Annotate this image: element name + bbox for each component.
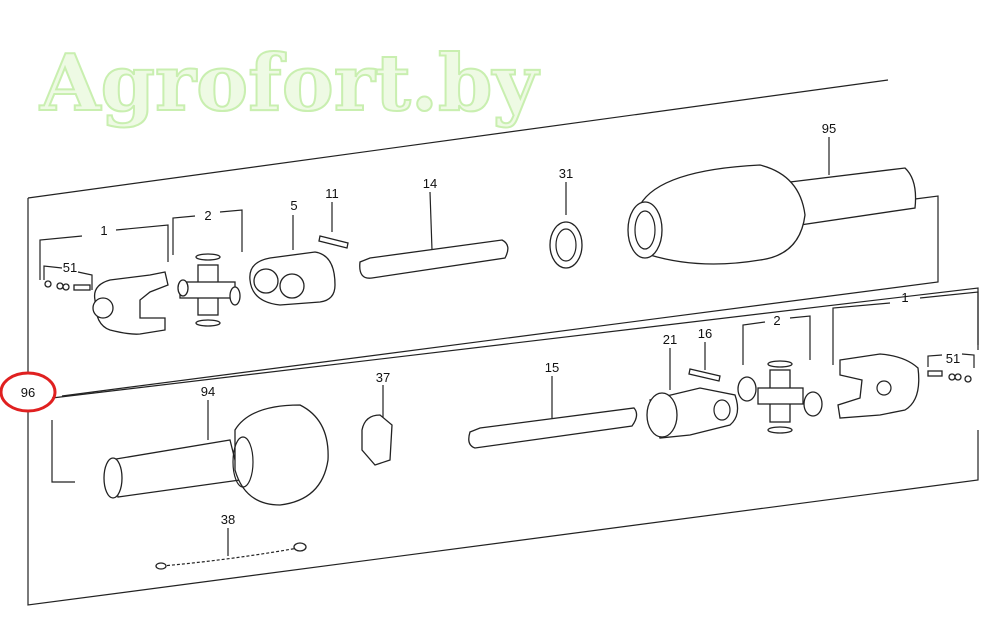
label-16: 16 (698, 326, 712, 341)
highlight-circle (0, 371, 57, 413)
label-31: 31 (559, 166, 573, 181)
label-15: 15 (545, 360, 559, 375)
upper-cross-kit-2 (177, 253, 241, 327)
label-95: 95 (822, 121, 836, 136)
lower-cross-kit-2 (737, 360, 823, 434)
lower-outer-yoke-1 (837, 353, 920, 419)
lower-tube-15 (468, 407, 638, 449)
label-96: 96 (21, 385, 35, 400)
label-1-upper: 1 (100, 223, 107, 238)
upper-guard-95 (627, 164, 917, 265)
lower-grease-nipple-51 (927, 370, 972, 383)
lower-guard-94 (103, 404, 329, 506)
watermark: Agrofort.by (39, 38, 541, 129)
label-51-lower: 51 (946, 351, 960, 366)
lower-bearing-ring-37 (361, 414, 393, 466)
label-1-lower: 1 (901, 290, 908, 305)
upper-grease-nipple-51 (43, 265, 93, 291)
lower-pin-16 (688, 368, 721, 382)
upper-outer-yoke-1 (92, 271, 169, 335)
label-2-upper: 2 (204, 208, 211, 223)
label-2-lower: 2 (773, 313, 780, 328)
label-14: 14 (423, 176, 437, 191)
lower-inner-yoke-21 (646, 387, 739, 439)
panel-frames (27, 79, 979, 606)
lower-chain-38 (155, 542, 307, 570)
label-5: 5 (290, 198, 297, 213)
upper-bearing-ring-31 (549, 221, 583, 269)
upper-pin-11 (318, 235, 349, 249)
label-38: 38 (221, 512, 235, 527)
label-37: 37 (376, 370, 390, 385)
label-11: 11 (325, 186, 339, 201)
label-51-upper: 51 (63, 260, 77, 275)
label-21: 21 (663, 332, 677, 347)
label-94: 94 (201, 384, 215, 399)
upper-inner-yoke-5 (249, 251, 336, 306)
upper-tube-14 (359, 239, 509, 279)
